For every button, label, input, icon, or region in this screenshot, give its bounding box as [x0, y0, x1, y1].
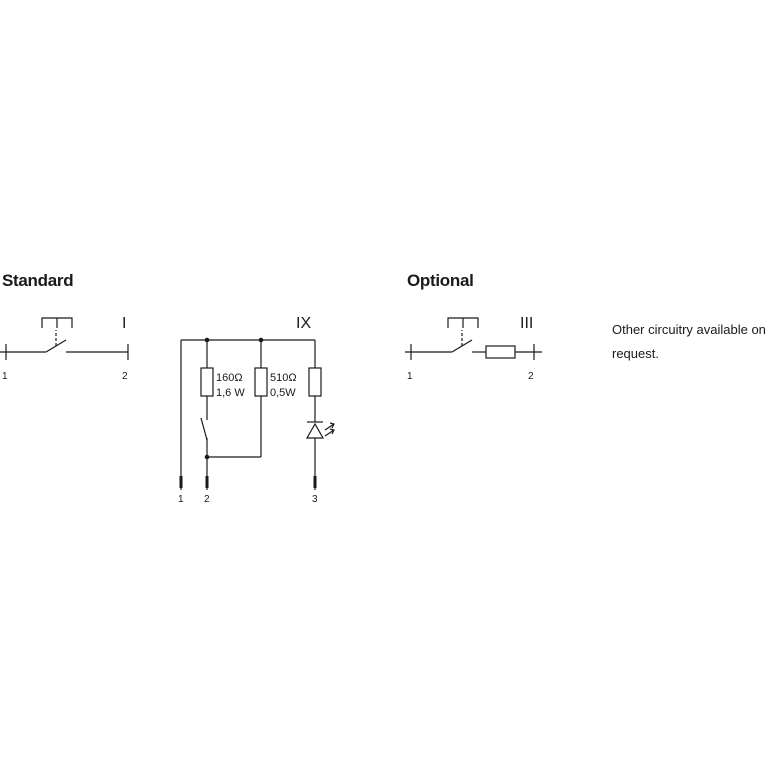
terminal-pin-1	[179, 476, 183, 488]
resistor-160-value: 160Ω	[216, 372, 243, 384]
pin-label-2: 2	[122, 371, 128, 382]
resistor-160-power: 1,6 W	[216, 387, 245, 399]
terminal-pin-3	[313, 476, 317, 488]
pin-label-ix-1: 1	[178, 494, 184, 505]
switch-contact	[200, 417, 208, 441]
standard-heading: Standard	[2, 271, 74, 290]
roman-label-ix: IX	[296, 315, 311, 332]
circuit-optional-iii	[405, 317, 542, 360]
pin-label-ix-2: 2	[204, 494, 210, 505]
circuit-standard-ix	[180, 339, 335, 490]
resistor-510	[254, 367, 268, 397]
led-arrow-2	[324, 429, 335, 437]
resistor-160	[200, 367, 214, 397]
roman-label-iii: III	[520, 315, 533, 332]
pin-label-opt-2: 2	[528, 371, 534, 382]
resistor-510-value: 510Ω	[270, 372, 297, 384]
resistor-510-power: 0,5W	[270, 387, 296, 399]
pin-label-1: 1	[2, 371, 8, 382]
led-diode	[305, 422, 325, 439]
terminal-pin-2	[205, 476, 209, 488]
resistor-optional	[485, 345, 516, 359]
pin-label-ix-3: 3	[312, 494, 318, 505]
circuit-standard-i	[0, 317, 129, 360]
led-arrow-1	[324, 423, 335, 431]
resistor-led	[308, 367, 322, 397]
optional-heading: Optional	[407, 271, 474, 290]
note-line-2: request.	[612, 346, 659, 361]
note-line-1: Other circuitry available on	[612, 322, 766, 337]
other-circuitry-note: Other circuitry available on request.	[612, 318, 767, 366]
roman-label-i: I	[122, 315, 126, 332]
pin-label-opt-1: 1	[407, 371, 413, 382]
